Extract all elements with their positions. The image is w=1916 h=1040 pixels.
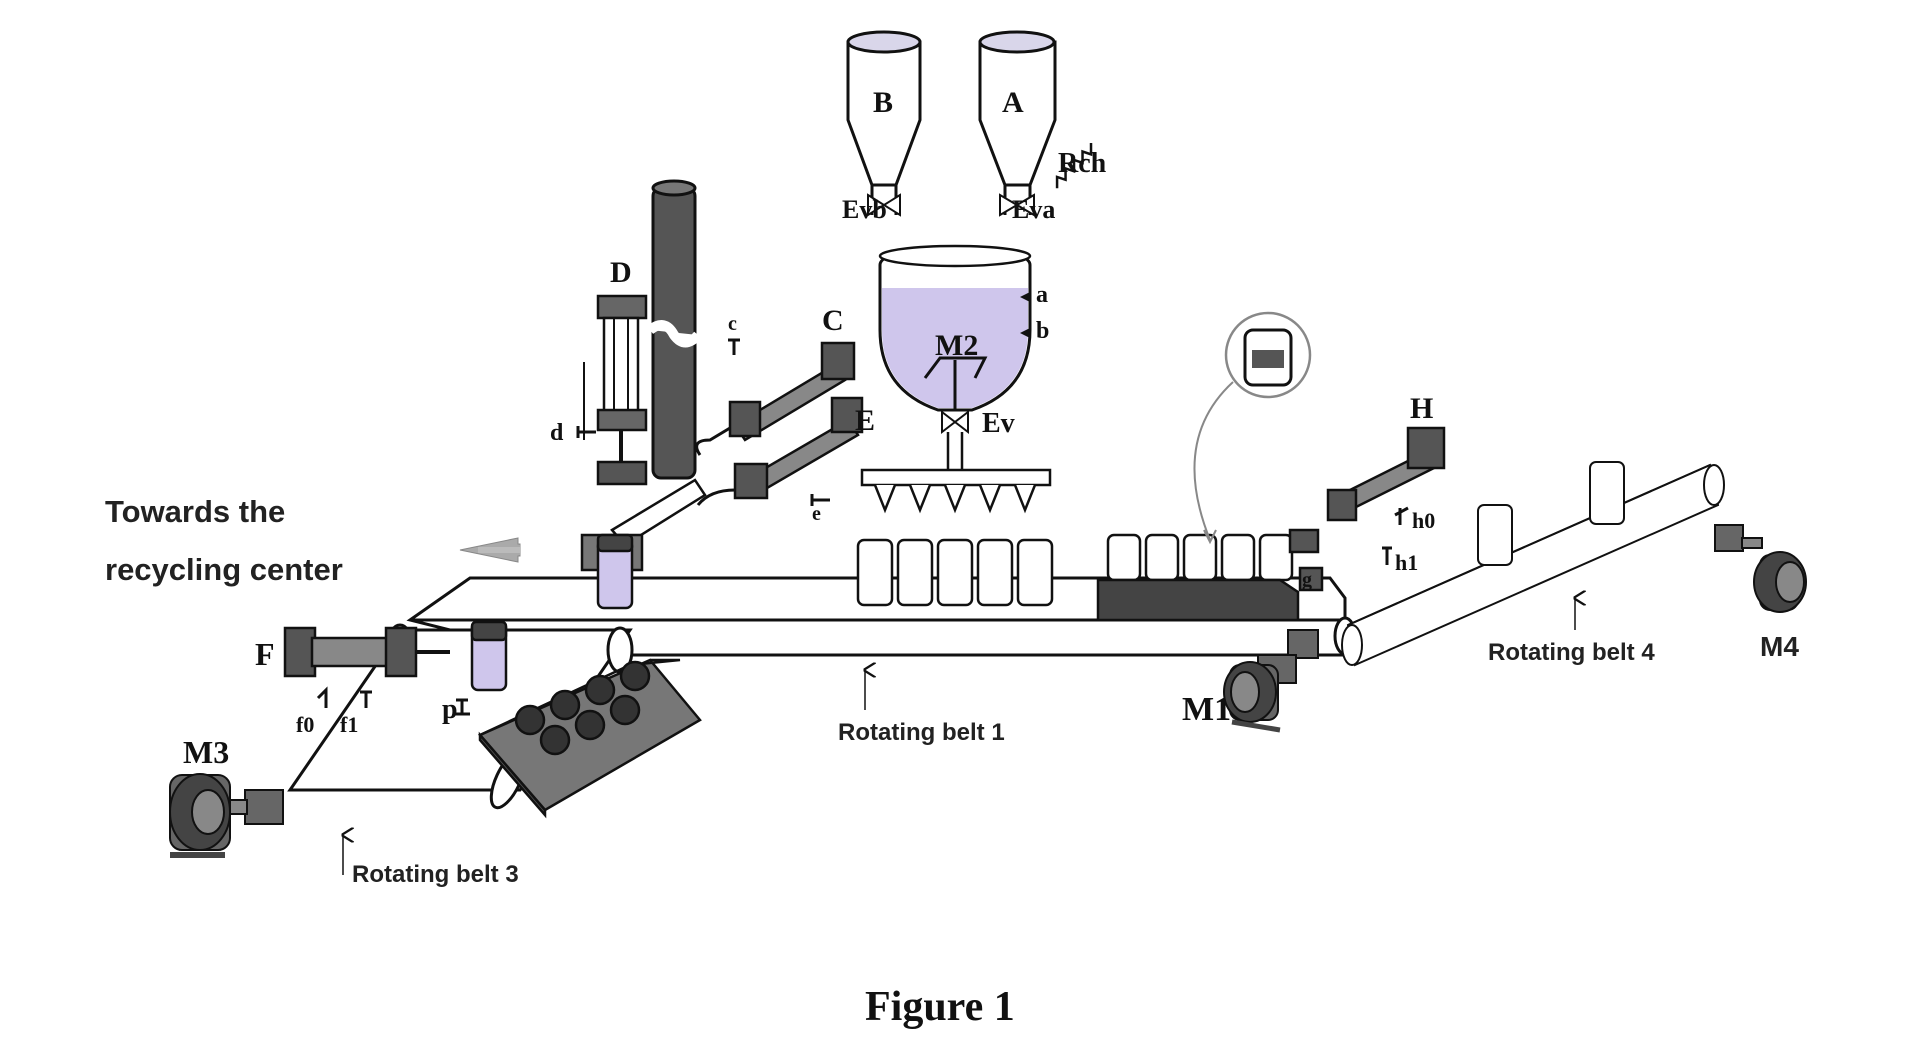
- mixer-liquid: [882, 288, 1028, 408]
- belt4-label: Rotating belt 4: [1488, 639, 1655, 666]
- cylinder-d-label: D: [610, 256, 632, 289]
- bottle-group-center: [856, 538, 1054, 607]
- motor-m3-label: M3: [183, 734, 229, 770]
- cylinder-d: [583, 294, 648, 486]
- sensor-a-label: a: [1036, 282, 1048, 308]
- mixer-label: M2: [935, 329, 978, 362]
- sensor-f0-label: f0: [296, 712, 314, 737]
- sensor-b-label: b: [1036, 318, 1049, 344]
- mixer-tank: [878, 244, 1032, 470]
- cylinder-c-label: C: [822, 304, 844, 337]
- cylinder-h-label: H: [1410, 392, 1433, 425]
- belt1-label: Rotating belt 1: [838, 719, 1005, 746]
- reject-bottle: [470, 620, 508, 692]
- hopper-b-label: B: [873, 86, 893, 119]
- sensor-c-label: c: [728, 313, 737, 335]
- cylinder-f-label: F: [255, 636, 275, 672]
- belt3-label: Rotating belt 3: [352, 861, 519, 888]
- figure-caption: Figure 1: [865, 984, 1015, 1030]
- sensor-f0-icon: [316, 686, 328, 708]
- cylinder-e-label: E: [855, 404, 875, 437]
- cylinder-h: [1288, 426, 1446, 592]
- sensor-p-label: p: [442, 694, 458, 725]
- dosing-manifold: [860, 468, 1052, 514]
- cylinder-f: [283, 626, 450, 678]
- sensor-g-label: g: [1302, 569, 1312, 591]
- towards-label-line1: Towards the: [105, 494, 285, 529]
- sensor-h1-icon: [1382, 546, 1392, 565]
- sensor-h1-label: h1: [1395, 550, 1418, 575]
- cylinder-c: [695, 341, 856, 456]
- sensor-h0-icon: [1394, 506, 1409, 525]
- cylinder-e: [696, 396, 864, 506]
- valve-eva-label: Eva: [1012, 195, 1055, 224]
- sensor-f1-icon: [360, 690, 372, 708]
- bottle-group-belt-4: [1477, 461, 1625, 566]
- motor-m4-label: M4: [1760, 631, 1799, 662]
- sensor-h0-label: h0: [1412, 508, 1435, 533]
- collection-box: [477, 658, 702, 819]
- sensor-f1-label: f1: [340, 712, 358, 737]
- magnifier-circle: [1193, 311, 1312, 545]
- bottle-group-right: [1096, 533, 1300, 622]
- motor-m1: [1223, 629, 1319, 733]
- rotating-belt-4: [1341, 463, 1725, 667]
- bottle-magazine: [646, 179, 702, 480]
- sensor-d-label: d: [550, 420, 564, 446]
- motor-m4: [1714, 524, 1807, 613]
- sensor-b-icon: [1020, 328, 1030, 338]
- sensor-d-icon: [576, 426, 596, 438]
- hopper-a: [978, 30, 1057, 217]
- heater-label: Rch: [1058, 148, 1107, 179]
- hopper-b: [846, 30, 922, 217]
- motor-m1-label: M1: [1182, 691, 1231, 728]
- bottle-at-capper: [580, 533, 644, 610]
- sensor-e-label: e: [812, 503, 821, 525]
- towards-label-line2: recycling center: [105, 552, 343, 587]
- heater-coil-icon: [1055, 143, 1093, 189]
- valve-evb-label: Evb: [842, 195, 887, 224]
- hopper-a-label: A: [1002, 86, 1024, 119]
- motor-m3: [169, 773, 284, 858]
- sensor-e-icon: [810, 494, 830, 506]
- arrow-shaft: [478, 547, 520, 553]
- valve-ev-label: Ev: [982, 408, 1015, 439]
- sensor-a-icon: [1020, 292, 1030, 302]
- sensor-p-icon: [454, 698, 470, 716]
- sensor-c-icon: [728, 338, 740, 355]
